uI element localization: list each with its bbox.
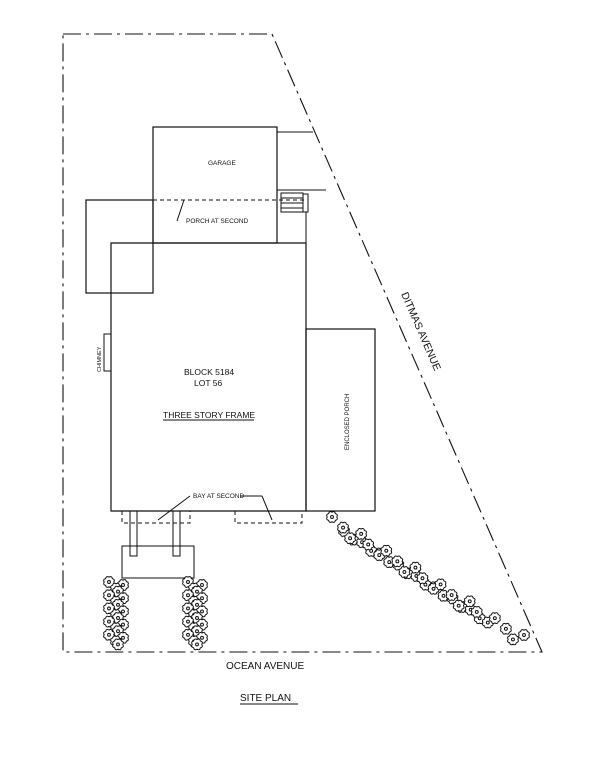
shrub-center (348, 536, 353, 541)
shrub-center (492, 616, 497, 621)
bay-left-dashed (121, 511, 191, 524)
shrub-center (121, 622, 125, 627)
shrub-center (200, 635, 204, 640)
main-house-outline (110, 242, 307, 512)
shrub-center (511, 637, 515, 642)
shrub-center (195, 602, 199, 607)
shrub-center (474, 609, 479, 614)
shrub-center (186, 580, 190, 584)
shrub-center (395, 559, 400, 564)
bay-leader-left (157, 495, 191, 521)
shrub-center (121, 583, 125, 587)
bay-leader-right-down (261, 495, 273, 521)
porch-post (302, 193, 309, 213)
lot-label: LOT 56 (194, 378, 222, 388)
shrub-center (200, 583, 204, 587)
block-label: BLOCK 5184 (184, 367, 234, 377)
shrub-center (522, 633, 526, 637)
property-line (62, 33, 543, 653)
ocean-avenue-label: OCEAN AVENUE (226, 661, 304, 672)
left-annex-outline (85, 199, 154, 294)
shrub-center (402, 570, 407, 574)
enclosed-porch-outline (305, 328, 376, 512)
shrub-center (467, 599, 472, 604)
shrub-center (449, 593, 454, 597)
garage-outline (152, 126, 278, 244)
shrub-center (195, 589, 199, 594)
shrub-center (366, 542, 371, 547)
shrub-center (456, 603, 461, 608)
shrub-center (200, 596, 204, 601)
shrub-center (200, 609, 204, 614)
shrub-center (116, 616, 120, 620)
shrub-center (438, 582, 443, 587)
bay-at-second-label: BAY AT SECOND (193, 493, 244, 500)
shrub-center (195, 629, 199, 634)
shrub-center (186, 606, 190, 611)
ditmas-avenue-label: DITMAS AVENUE (398, 290, 443, 372)
shrub-center (121, 635, 125, 640)
front-step-right (172, 510, 181, 557)
shrub-center (377, 553, 382, 558)
shrub-center (431, 586, 436, 591)
shrub-center (384, 548, 389, 553)
shrub-center (413, 565, 418, 570)
enclosed-porch-label: ENCLOSED PORCH (345, 394, 351, 450)
bay-right-dashed (234, 511, 303, 524)
shrub-center (200, 622, 204, 627)
shrub-center (186, 632, 190, 637)
shrub-center (330, 515, 334, 519)
garage-label: GARAGE (208, 160, 236, 167)
shrub-center (186, 593, 190, 598)
shrub-center (485, 620, 490, 625)
shrub-center (116, 642, 120, 647)
shrub-center (420, 576, 425, 581)
site-plan-title: SITE PLAN (240, 693, 291, 704)
front-step-left (129, 510, 138, 557)
shrub-center (341, 525, 345, 530)
shrub-center (116, 629, 120, 634)
porch-leader-line (176, 199, 185, 222)
shrub-center (121, 609, 125, 614)
shrub-center (116, 602, 120, 607)
shrub-center (503, 626, 508, 631)
chimney (103, 333, 112, 372)
shrub-center (186, 619, 190, 624)
shrub-center (441, 593, 446, 598)
shrub-center (107, 619, 111, 624)
shrub-center (107, 580, 111, 584)
shrub-center (121, 596, 125, 601)
shrub-center (387, 560, 392, 565)
shrub-center (195, 616, 199, 620)
porch-at-second-label: PORCH AT SECOND (186, 218, 249, 225)
shrubs (103, 511, 530, 651)
chimney-label: CHIMNEY (97, 346, 103, 372)
front-walk-landing (121, 545, 195, 579)
shrub-center (107, 632, 111, 637)
shrub-center (107, 593, 111, 598)
shrub-center (195, 642, 199, 647)
three-story-frame-label: THREE STORY FRAME (163, 410, 255, 420)
shrub-center (107, 606, 111, 611)
shrub-center (116, 589, 120, 594)
shrub-center (359, 531, 364, 536)
